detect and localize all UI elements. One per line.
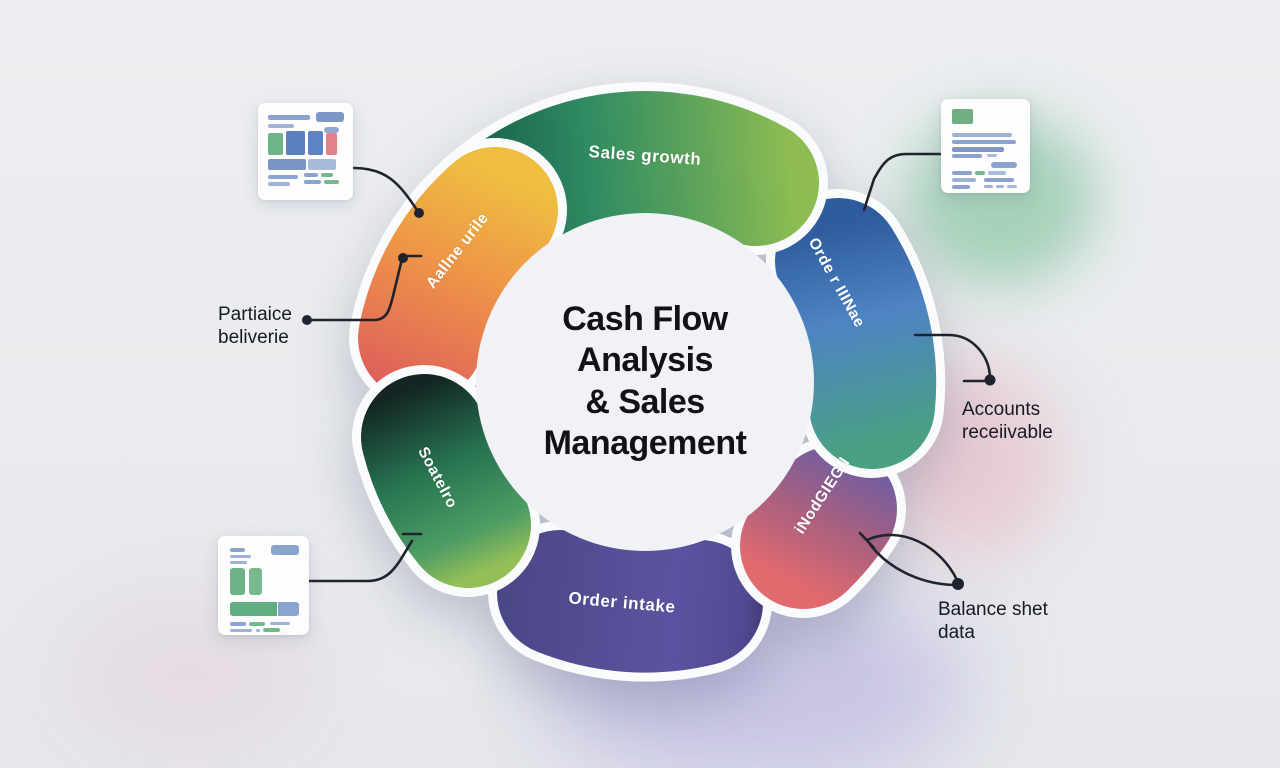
connector-dot	[398, 253, 408, 263]
segment-blue-right	[766, 189, 946, 478]
center-title: Cash Flow Analysis & Sales Management	[544, 299, 747, 465]
callout-accounts-line2: receiivable	[962, 422, 1053, 444]
card-line	[952, 178, 976, 182]
card-line	[952, 140, 1016, 144]
connector-dot	[414, 208, 424, 218]
center-title-line4: Management	[543, 424, 747, 463]
card-pill	[316, 112, 344, 122]
card-line	[256, 629, 260, 632]
connector-top-right	[862, 152, 943, 212]
card-line	[984, 178, 1014, 182]
card-line	[268, 182, 290, 186]
callout-accounts-receivable: Accounts receiivable	[962, 398, 1053, 444]
card-line	[952, 154, 982, 158]
segment-order-intake	[488, 521, 772, 682]
card-bar-blue	[308, 131, 323, 155]
connector-dot	[984, 374, 996, 386]
card-line	[987, 154, 997, 157]
card-bar-red	[326, 133, 337, 155]
card-line-green	[249, 622, 265, 626]
connector-balance-lower	[865, 538, 956, 587]
card-bar-green	[249, 568, 262, 595]
center-title-line2: Analysis	[577, 341, 713, 380]
card-pill	[991, 162, 1017, 168]
card-line	[230, 561, 247, 564]
card-line	[230, 548, 245, 552]
card-line	[952, 185, 970, 189]
connector-dot	[952, 578, 964, 590]
card-progress-bar	[308, 159, 336, 170]
report-card-icon-bottom-left	[218, 536, 309, 635]
card-line	[268, 175, 298, 179]
card-line	[304, 173, 318, 177]
card-bar-green	[230, 568, 245, 595]
center-disc	[476, 213, 814, 551]
card-line	[1007, 185, 1017, 188]
connector-balance-tick	[858, 531, 876, 550]
card-line-green	[324, 180, 339, 184]
card-line	[270, 622, 290, 625]
card-pill	[324, 127, 339, 133]
segment-purple-red	[731, 437, 906, 618]
card-bar-blue	[286, 131, 305, 155]
connector-bottom-left	[307, 539, 414, 583]
card-line	[268, 124, 294, 128]
callout-partiaice-line2: beliverie	[218, 327, 289, 349]
card-line	[230, 622, 246, 626]
card-progress-blue	[278, 602, 299, 616]
segment-orange-left	[349, 138, 567, 410]
card-progress-green	[230, 602, 277, 616]
report-card-icon-top-left	[258, 103, 353, 200]
card-bar-green	[268, 133, 283, 155]
connector-dot	[302, 315, 312, 325]
center-title-line1: Cash Flow	[562, 300, 728, 339]
segment-dark-green	[352, 365, 540, 597]
callout-partiaice-line1: Partiaice	[218, 304, 292, 325]
card-line-green	[321, 173, 333, 177]
card-image-green	[952, 109, 973, 124]
callout-partiaice: Partiaice beliverie	[218, 303, 292, 349]
card-line	[230, 629, 252, 632]
card-line	[984, 185, 993, 188]
card-line	[268, 115, 310, 120]
card-line-green	[263, 628, 280, 632]
center-title-line3: & Sales	[585, 383, 705, 421]
connector-top-left	[352, 166, 419, 212]
card-line	[952, 147, 1004, 152]
card-pill	[271, 545, 299, 555]
document-card-icon-top-right	[941, 99, 1030, 193]
card-line	[230, 555, 251, 558]
card-line	[996, 185, 1004, 188]
connector-accounts	[913, 333, 992, 379]
callout-balance-line1: Balance shet	[938, 599, 1048, 620]
connector-partiaice	[305, 261, 403, 322]
card-line-green	[975, 171, 985, 175]
callout-accounts-line1: Accounts	[962, 399, 1041, 420]
card-line	[988, 171, 1006, 175]
card-progress-bar	[268, 159, 306, 170]
callout-balance-sheet: Balance shet data	[938, 598, 1048, 644]
card-line	[952, 133, 1012, 137]
card-line	[304, 180, 321, 184]
card-line	[952, 171, 972, 175]
connector-balance-upper	[865, 533, 959, 582]
callout-balance-line2: data	[938, 622, 975, 644]
